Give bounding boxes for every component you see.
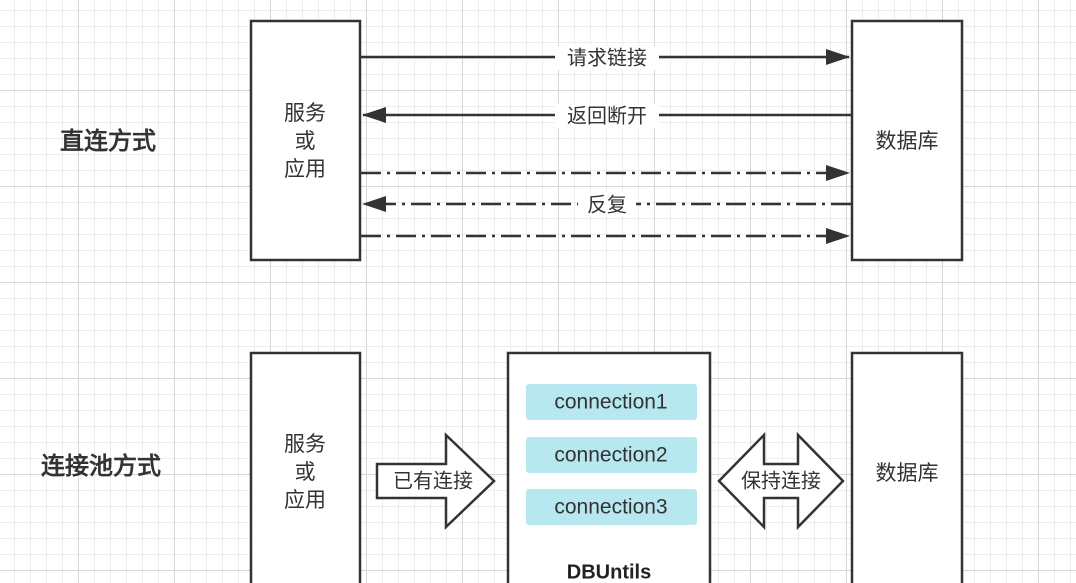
direct-db-label: 数据库 bbox=[876, 129, 939, 153]
connection-2 bbox=[526, 437, 697, 473]
pool-app-label-line2: 或 bbox=[295, 460, 316, 484]
return-label-bg bbox=[555, 104, 659, 128]
keep-connection-arrow bbox=[717, 431, 845, 531]
request-label-bg bbox=[555, 46, 659, 70]
repeat-label: 反复 bbox=[587, 193, 627, 217]
direct-app-label-line2: 或 bbox=[295, 129, 316, 153]
direct-db-box bbox=[850, 19, 964, 262]
existing-connection-label: 已有连接 bbox=[393, 469, 473, 493]
return-label: 返回断开 bbox=[567, 104, 647, 128]
pool-db-box bbox=[850, 351, 964, 583]
connection-1-label: connection1 bbox=[554, 391, 667, 414]
connection-2-label: connection2 bbox=[554, 444, 667, 467]
direct-app-label-line3: 应用 bbox=[284, 157, 326, 181]
direct-section-title: 直连方式 bbox=[60, 127, 156, 155]
keep-connection-label: 保持连接 bbox=[741, 469, 821, 493]
pool-section-title: 连接池方式 bbox=[41, 452, 161, 480]
repeat-label-bg bbox=[578, 192, 636, 216]
pool-db-label: 数据库 bbox=[876, 461, 939, 485]
existing-connection-arrow bbox=[375, 432, 496, 530]
direct-app-label-line1: 服务 bbox=[284, 101, 326, 125]
pool-app-box bbox=[249, 351, 362, 583]
connection-3 bbox=[526, 489, 697, 525]
direct-app-box bbox=[249, 19, 362, 262]
pool-app-label-line1: 服务 bbox=[284, 432, 326, 456]
request-label: 请求链接 bbox=[567, 46, 647, 70]
connection-3-label: connection3 bbox=[554, 496, 667, 519]
pool-app-label-line3: 应用 bbox=[284, 488, 326, 512]
pool-name-label: DBUntils bbox=[567, 561, 651, 583]
connection-1 bbox=[526, 384, 697, 420]
